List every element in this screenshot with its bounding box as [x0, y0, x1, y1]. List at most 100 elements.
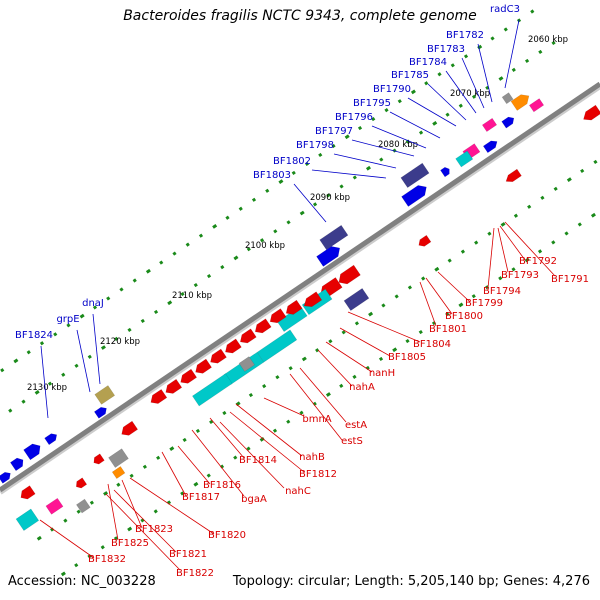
- tick-dot: [238, 206, 243, 211]
- gene-arrow: [256, 329, 298, 363]
- tick-dot: [397, 99, 402, 104]
- reverse-leader-line: [419, 281, 437, 327]
- tick-dot: [291, 170, 296, 175]
- gene-arrow: [15, 508, 40, 531]
- reverse-leader-line: [39, 519, 95, 559]
- reverse-leader-line: [499, 225, 526, 261]
- gene-arrow: [505, 168, 522, 182]
- tick-dot: [450, 63, 455, 68]
- tick-dot: [498, 276, 503, 281]
- gene-arrow: [316, 246, 341, 267]
- reverse-leader-line: [487, 227, 495, 289]
- gene-arrow: [165, 378, 183, 394]
- tick-dot: [553, 186, 558, 191]
- reverse-gene-label: BF1832: [88, 554, 126, 565]
- forward-gene-label: BF1796: [335, 112, 373, 123]
- tick-dot: [106, 296, 111, 301]
- tick-dot: [156, 455, 161, 460]
- tick-dot: [206, 274, 212, 279]
- tick-dot: [463, 54, 469, 59]
- tick-dot: [432, 121, 438, 126]
- tick-dot: [53, 332, 58, 337]
- tick-dot: [246, 446, 251, 451]
- tick-dot: [36, 535, 42, 541]
- tick-dot: [0, 368, 5, 373]
- tick-dot: [405, 338, 410, 344]
- genome-title: Bacteroides fragilis NCTC 9343, complete…: [123, 8, 477, 24]
- tick-dot: [286, 419, 291, 424]
- gene-arrow: [285, 299, 303, 315]
- gene-arrow: [192, 373, 233, 407]
- tick-dot: [328, 339, 333, 344]
- tick-dot: [424, 81, 429, 86]
- reverse-gene-label: nahA: [349, 382, 375, 393]
- forward-gene-label: BF1802: [273, 156, 311, 167]
- tick-dot: [498, 76, 504, 81]
- gene-arrow: [76, 498, 91, 514]
- tick-dot: [233, 255, 239, 261]
- tick-dot: [63, 518, 68, 523]
- tick-dot: [318, 152, 323, 158]
- tick-dot: [384, 108, 389, 113]
- tick-dot: [140, 318, 145, 324]
- forward-leader-line: [293, 183, 327, 223]
- forward-gene-label: BF1797: [315, 126, 353, 137]
- forward-gene-label: BF1795: [353, 98, 391, 109]
- tick-dot: [524, 58, 530, 63]
- tick-dot: [315, 348, 320, 353]
- tick-dot: [445, 312, 450, 317]
- genome-stats-text: Topology: circular; Length: 5,205,140 bp…: [232, 574, 590, 589]
- tick-dot: [275, 375, 280, 380]
- tick-dot: [325, 392, 331, 397]
- gene-arrow: [254, 318, 272, 334]
- reverse-leader-line: [425, 277, 453, 315]
- reverse-leader-line: [339, 327, 391, 357]
- tick-dot: [458, 302, 464, 308]
- gene-arrow: [195, 358, 212, 374]
- reverse-leader-line: [497, 227, 509, 273]
- tick-dot: [142, 464, 147, 469]
- tick-dot: [407, 285, 413, 290]
- tick-dot: [180, 291, 185, 297]
- tick-dot: [437, 72, 442, 77]
- tick-dot: [418, 130, 424, 135]
- reverse-leader-line: [235, 403, 303, 457]
- gene-arrow: [180, 368, 198, 384]
- gene-arrow: [455, 150, 474, 168]
- gene-arrow: [440, 166, 450, 178]
- gene-arrow: [418, 234, 432, 247]
- tick-dot: [511, 67, 516, 72]
- tick-dot: [487, 231, 492, 236]
- forward-leader-line: [333, 153, 397, 169]
- tick-dot: [100, 345, 106, 350]
- reverse-gene-label: BF1814: [239, 455, 277, 466]
- tick-dot: [299, 210, 305, 216]
- ruler-label: 2090 kbp: [310, 193, 350, 203]
- gene-arrow: [338, 264, 361, 285]
- tick-dot: [262, 384, 267, 389]
- forward-leader-line: [351, 139, 415, 157]
- tick-dot: [394, 294, 399, 299]
- ruler-label: 2080 kbp: [378, 140, 418, 150]
- tick-dot: [76, 509, 81, 514]
- tick-dot: [127, 327, 132, 332]
- tick-dot: [513, 213, 519, 218]
- tick-dot: [566, 177, 572, 182]
- tick-dot: [79, 313, 85, 319]
- reverse-gene-label: BF1800: [445, 311, 483, 322]
- forward-gene-label: BF1783: [427, 44, 465, 55]
- tick-dot: [259, 238, 265, 243]
- reverse-gene-label: BF1820: [208, 530, 246, 541]
- tick-dot: [434, 266, 440, 272]
- tick-dot: [116, 482, 121, 487]
- tick-dot: [248, 392, 253, 398]
- forward-gene-label: BF1798: [296, 140, 334, 151]
- tick-dot: [527, 204, 532, 209]
- tick-dot: [312, 202, 318, 207]
- forward-leader-line: [461, 57, 485, 109]
- tick-dot: [92, 305, 98, 310]
- tick-dot: [273, 229, 278, 234]
- tick-dot: [365, 165, 371, 171]
- tick-dot: [113, 536, 119, 541]
